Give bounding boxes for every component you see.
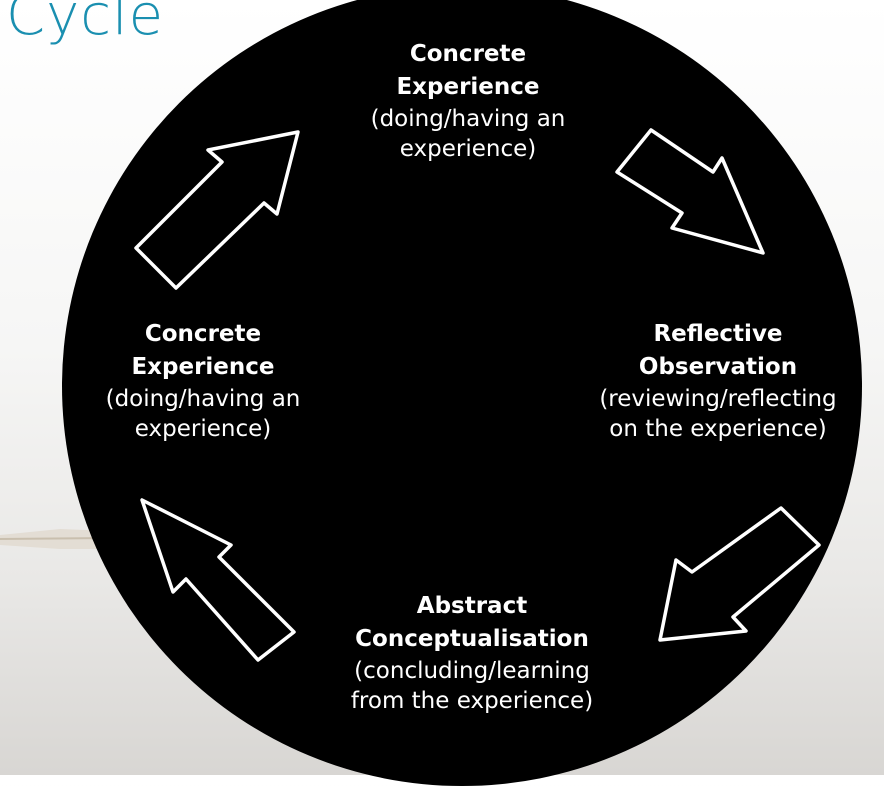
stage-desc-line: from the experience): [350, 688, 594, 714]
stage-name-line: Observation: [638, 354, 798, 380]
stage-reflective-observation: Reflective Observation (reviewing/reflec…: [558, 318, 878, 444]
stage-desc-line: (reviewing/reflecting: [599, 386, 837, 412]
page-title: Cycle: [6, 0, 165, 48]
stage-concrete-experience-top: Concrete Experience (doing/having an exp…: [308, 38, 628, 164]
chalk-arrow-icon: [140, 498, 296, 662]
stage-concrete-experience-left: Concrete Experience (doing/having an exp…: [43, 318, 363, 444]
stage-abstract-conceptualisation: Abstract Conceptualisation (concluding/l…: [312, 590, 632, 716]
chalk-arrow-icon: [658, 506, 821, 642]
stage-name-line: Concrete: [144, 321, 262, 347]
stage-desc-line: experience): [399, 136, 537, 162]
stage-name-line: Reflective: [653, 321, 783, 347]
stage-desc-line: (concluding/learning: [354, 658, 590, 684]
stage-name-line: Abstract: [416, 593, 528, 619]
stage-desc-line: on the experience): [609, 416, 827, 442]
stage-name-line: Experience: [396, 74, 540, 100]
stage-desc-line: experience): [134, 416, 272, 442]
stage-name-line: Conceptualisation: [355, 626, 589, 652]
chalk-arrow-icon: [134, 130, 300, 290]
stage-desc-line: (doing/having an: [370, 106, 566, 132]
stage-name-line: Concrete: [409, 41, 527, 67]
stage-name-line: Experience: [131, 354, 275, 380]
stage-desc-line: (doing/having an: [105, 386, 301, 412]
cycle-disc: [62, 0, 862, 786]
chalk-arrow-icon: [615, 128, 765, 255]
